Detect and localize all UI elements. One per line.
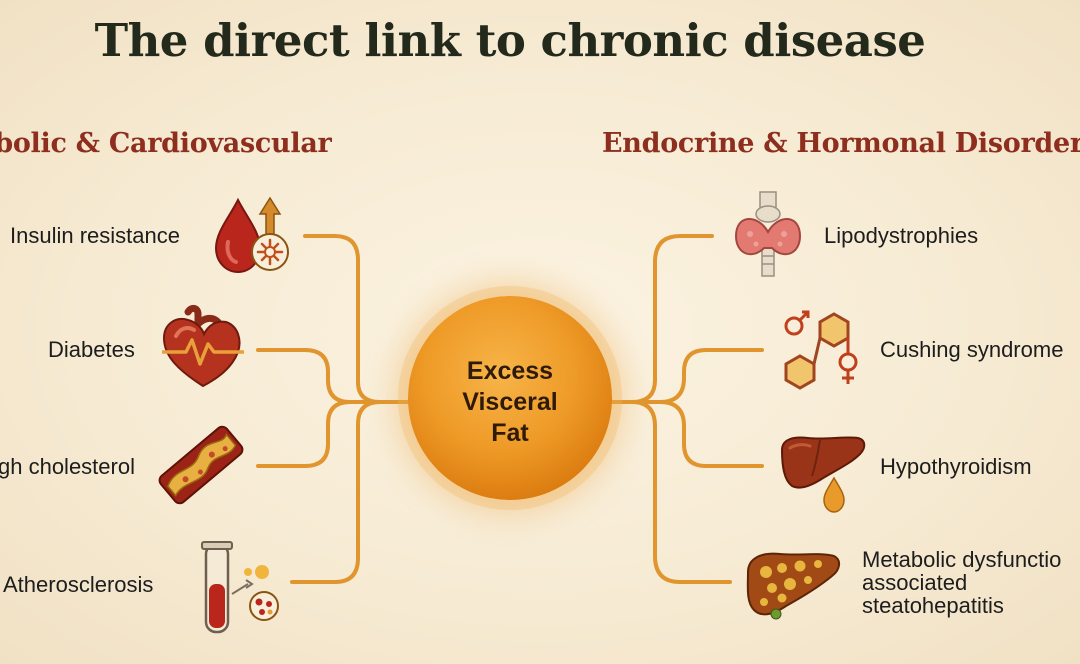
right-category-heading: Endocrine & Hormonal Disorders (602, 128, 1080, 159)
center-label-line1: Excess (466, 357, 554, 385)
connector-diabetes (256, 348, 410, 404)
hormone-molecule-icon (784, 310, 858, 390)
item-atherosclerosis: Atherosclerosis (3, 572, 154, 597)
connector-mash (630, 400, 732, 584)
item-insulin-resistance: Insulin resistance (10, 223, 180, 248)
connector-insulin (303, 234, 410, 404)
page-title: The direct link to chronic disease (94, 14, 926, 67)
connector-atherosclerosis (290, 400, 382, 584)
heart-pulse-icon (162, 304, 244, 388)
item-diabetes: Diabetes (48, 337, 135, 362)
item-lipodystrophies: Lipodystrophies (824, 223, 979, 248)
fatty-liver-icon (746, 552, 840, 620)
item-mash-line2: associated (862, 570, 968, 595)
center-label-line2: Visceral (462, 388, 558, 416)
connector-cholesterol (256, 400, 352, 468)
center-label-line3: Fat (491, 419, 529, 447)
item-cushing-syndrome: Cushing syndrome (880, 337, 1064, 362)
thyroid-icon (734, 191, 802, 277)
center-hub: Excess Visceral Fat (408, 296, 612, 500)
connector-lipodystrophies (610, 234, 714, 404)
item-hypothyroidism: Hypothyroidism (880, 454, 1032, 479)
item-high-cholesterol: gh cholesterol (0, 454, 135, 479)
connector-cushing (610, 348, 764, 404)
item-mash-line1: Metabolic dysfunctio (862, 547, 1062, 572)
item-mash: Metabolic dysfunctio associated steatohe… (862, 548, 1080, 617)
center-label: Excess Visceral Fat (408, 356, 612, 449)
item-mash-line3: steatohepatitis (862, 593, 1004, 618)
blood-drop-up-arrow-icon (214, 196, 289, 274)
left-category-heading: etabolic & Cardiovascular (0, 128, 332, 159)
test-tube-cells-icon (201, 541, 279, 634)
liver-drop-icon (780, 436, 866, 513)
connector-hypothyroidism (658, 400, 764, 468)
clogged-artery-icon (158, 425, 244, 505)
